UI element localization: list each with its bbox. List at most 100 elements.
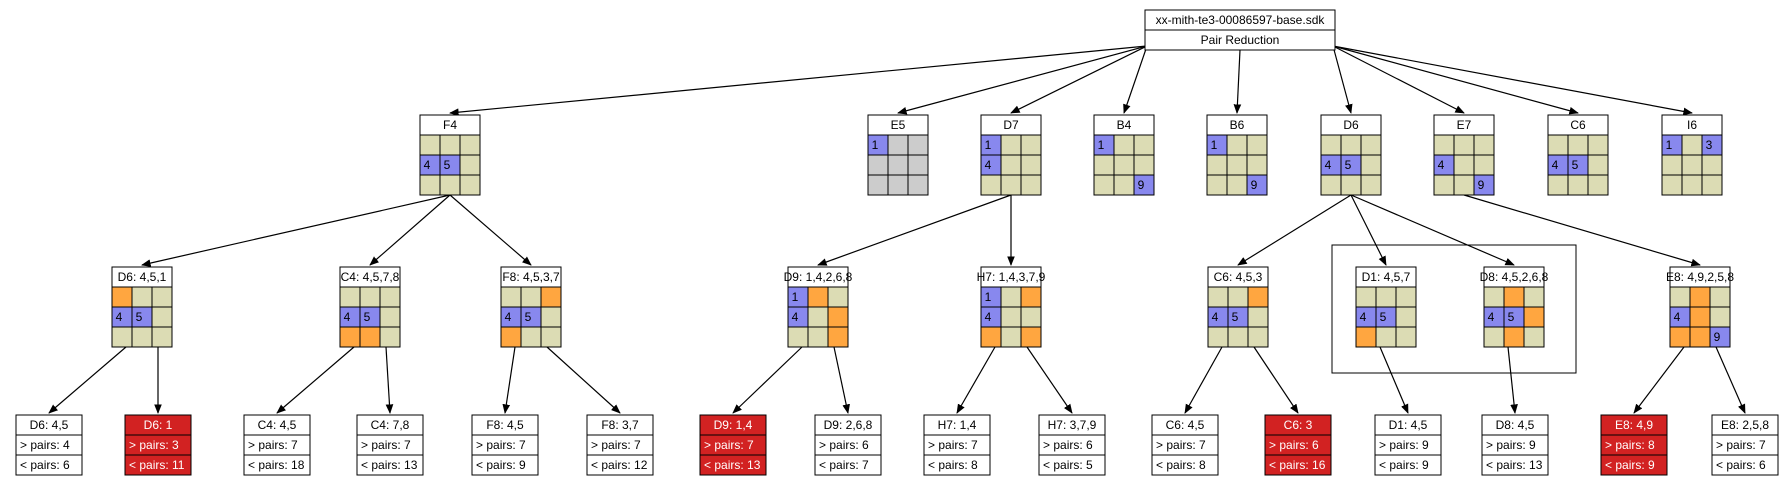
grid-cell: [1681, 134, 1703, 156]
grid-cell: [1020, 174, 1042, 196]
leaf-greater-pairs: > pairs: 7: [361, 438, 411, 452]
node-label: D1: 4,5,7: [1362, 270, 1411, 284]
grid-digit: 1: [1211, 138, 1218, 152]
grid-cell: [500, 326, 522, 348]
grid-cell: [1473, 154, 1495, 176]
grid-digit: 4: [1360, 310, 1367, 324]
leaf-node: C6: 3> pairs: 6< pairs: 16: [1264, 414, 1332, 476]
grid-cell: [1503, 286, 1525, 308]
grid-digit: 4: [1438, 158, 1445, 172]
edge: [897, 45, 1148, 115]
grid-cell: [887, 134, 909, 156]
node-label: E5: [891, 118, 906, 132]
grid-cell: [151, 326, 173, 348]
leaf-greater-pairs: > pairs: 7: [928, 438, 978, 452]
leaf-node: F8: 3,7> pairs: 7< pairs: 12: [586, 414, 654, 476]
grid-cell: [500, 286, 522, 308]
leaf-less-pairs: < pairs: 8: [928, 458, 978, 472]
grid-cell: [1133, 154, 1155, 176]
root-subtitle-box: [1144, 29, 1336, 51]
node-label: C6: 4,5,3: [1214, 270, 1263, 284]
edge: [1332, 45, 1353, 114]
leaf-greater-pairs: > pairs: 6: [1043, 438, 1093, 452]
node-label: E8: 4,9,2,5,8: [1666, 270, 1734, 284]
grid-digit: 9: [1478, 178, 1485, 192]
grid-cell: [907, 174, 929, 196]
grid-cell: [1246, 154, 1268, 176]
grid-cell: [1113, 134, 1135, 156]
grid-cell: [1246, 174, 1268, 196]
leaf-less-pairs-box: [923, 454, 991, 476]
grid-cell: [1433, 134, 1455, 156]
node-label: F4: [443, 118, 457, 132]
node-label: D9: 1,4,2,6,8: [784, 270, 853, 284]
grid-cell: [807, 326, 829, 348]
leaf-less-pairs: < pairs: 6: [1716, 458, 1766, 472]
grid-cell: [907, 134, 929, 156]
grid-cell: [1669, 326, 1691, 348]
leaf-less-pairs-box: [1038, 454, 1106, 476]
grid-digit: 9: [1138, 178, 1145, 192]
grid-cell: [1206, 154, 1228, 176]
leaf-less-pairs: < pairs: 11: [129, 458, 185, 472]
grid-digit: 5: [1380, 310, 1387, 324]
leaf-greater-pairs: > pairs: 9: [1379, 438, 1429, 452]
leaf-less-pairs-box: [1711, 454, 1779, 476]
grid-digit: 1: [985, 290, 992, 304]
leaf-label: C6: 3: [1284, 418, 1313, 432]
grid-cell: [907, 154, 929, 176]
grid-digit: 5: [525, 310, 532, 324]
leaf-less-pairs-box: [1151, 454, 1219, 476]
grid-cell: [1709, 326, 1731, 348]
root-title: xx-mith-te3-00086597-base.sdk: [1156, 13, 1326, 27]
grid-cell: [439, 134, 461, 156]
grid-cell: [1523, 286, 1545, 308]
grid-cell: [1547, 134, 1569, 156]
grid-digit: 4: [505, 310, 512, 324]
grid-cell: [439, 174, 461, 196]
grid-cell: [1020, 326, 1042, 348]
node-label: D6: 4,5,1: [118, 270, 167, 284]
grid-cell: [1360, 134, 1382, 156]
grid-cell: [540, 306, 562, 328]
grid-digit: 4: [1212, 310, 1219, 324]
leaf-label: F8: 3,7: [601, 418, 639, 432]
leaf-node: D9: 1,4> pairs: 7< pairs: 13: [699, 414, 767, 476]
grid-cell: [540, 326, 562, 348]
leaf-less-pairs: < pairs: 13: [1486, 458, 1543, 472]
grid-cell: [1395, 326, 1417, 348]
edge: [449, 45, 1148, 116]
grid-cell: [520, 286, 542, 308]
edge: [1184, 346, 1223, 414]
grid-cell: [827, 286, 849, 308]
leaf-label: F8: 4,5: [486, 418, 524, 432]
grid-cell: [1340, 174, 1362, 196]
grid-cell: [1567, 174, 1589, 196]
grid-cell: [1689, 306, 1711, 328]
leaf-greater-pairs: > pairs: 7: [704, 438, 754, 452]
grid-cell: [1701, 174, 1723, 196]
leaf-label: C4: 7,8: [371, 418, 410, 432]
grid-cell: [980, 326, 1002, 348]
grid-digit: 5: [1232, 310, 1239, 324]
leaf-greater-pairs: > pairs: 7: [476, 438, 526, 452]
leaf-less-pairs-box: [471, 454, 539, 476]
grid-cell: [1207, 286, 1229, 308]
leaf-less-pairs: < pairs: 13: [361, 458, 418, 472]
grid-cell: [540, 286, 562, 308]
grid-digit: 1: [1098, 138, 1105, 152]
grid-cell: [1587, 134, 1609, 156]
grid-cell: [1360, 174, 1382, 196]
grid-cell: [1207, 326, 1229, 348]
grid-cell: [1133, 174, 1155, 196]
grid-cell: [1681, 174, 1703, 196]
leaf-label: H7: 1,4: [938, 418, 977, 432]
edge: [276, 346, 355, 414]
